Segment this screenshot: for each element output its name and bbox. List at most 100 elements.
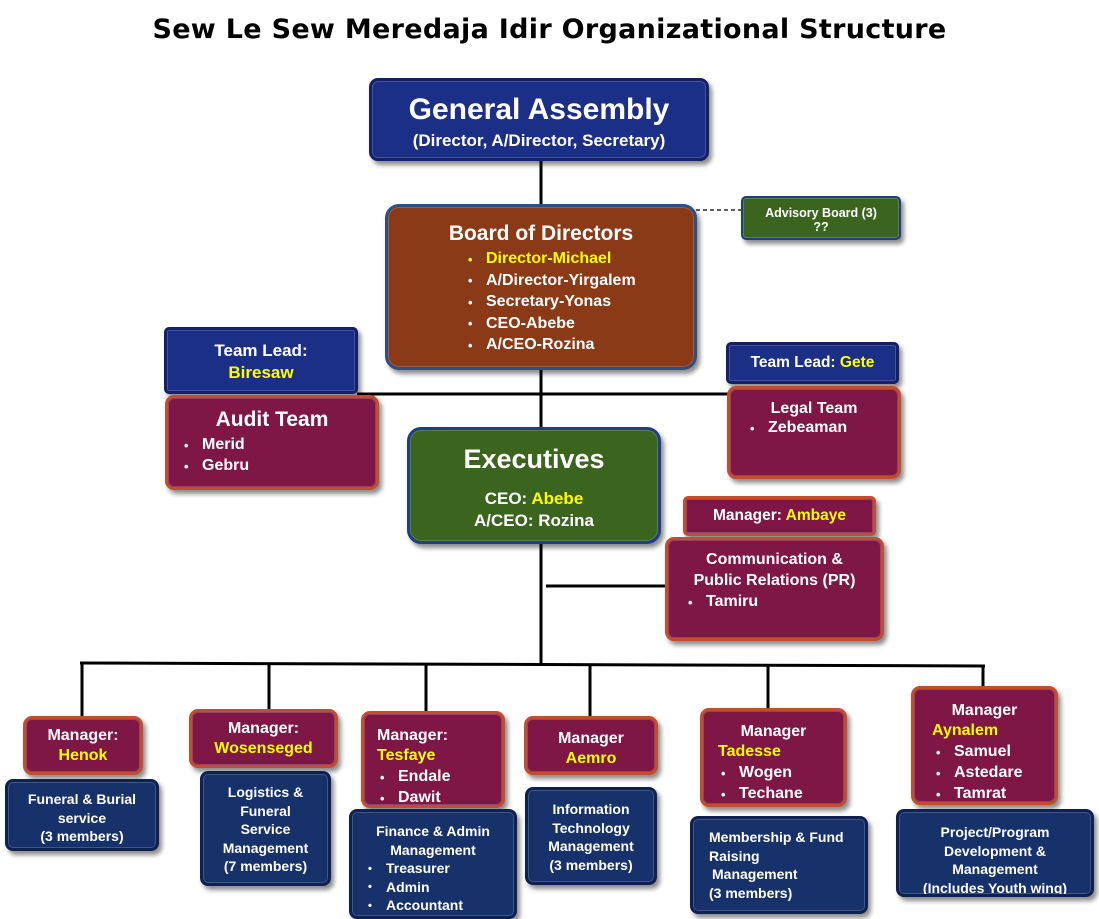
dept-4-unit-line: Information — [552, 801, 630, 817]
board-of-directors-box: Board of Directors Director-Michael A/Di… — [385, 204, 697, 370]
legal-team-title: Legal Team — [770, 400, 858, 417]
executives-title: Executives — [463, 444, 605, 474]
dept-2-unit-line: Logistics & — [227, 784, 304, 800]
dept-3-unit-text: Finance & Admin Management — [352, 822, 514, 859]
legal-lead-line: Team Lead: Gete — [729, 354, 896, 372]
dept-3-unit-line: Finance & Admin — [376, 823, 490, 839]
connector-dept-bus — [79, 661, 986, 668]
advisory-board-box: Advisory Board (3) ?? — [741, 196, 901, 240]
dept-5-member: Wogen — [717, 762, 844, 784]
dept-1-unit-line: Funeral & Burial — [27, 791, 137, 807]
dept-4-unit-line: Management — [548, 838, 634, 854]
pr-member-list: Tamiru — [684, 591, 881, 613]
executives-ceo-label: CEO: — [484, 489, 528, 508]
board-member: A/CEO-Rozina — [464, 334, 694, 356]
dept-1-manager-name: Henok — [58, 747, 108, 764]
audit-lead-name: Biresaw — [228, 363, 294, 382]
dept-2-unit-line: Funeral — [240, 802, 291, 819]
advisory-board-count: ?? — [813, 220, 829, 234]
dept-2-manager-name: Wosenseged — [214, 740, 313, 757]
dept-1-unit-line: (3 members) — [40, 828, 124, 844]
board-title: Board of Directors — [448, 222, 634, 245]
dept-1-manager-label: Manager: — [47, 727, 119, 744]
legal-member-list: Zebeaman — [746, 418, 898, 439]
dept-3-unit-box: Finance & Admin Management Treasurer Adm… — [349, 809, 517, 919]
dept-2-manager-label: Manager: — [227, 720, 300, 737]
executives-acting-ceo: A/CEO: Rozina — [474, 511, 594, 530]
executives-ceo-name: Abebe — [531, 489, 584, 508]
dept-4-manager-name: Aemro — [565, 750, 617, 767]
dept-1-unit-text: Funeral & Burial service (3 members) — [8, 790, 156, 846]
board-member: A/Director-Yirgalem — [464, 270, 694, 291]
legal-member: Zebeaman — [746, 418, 898, 439]
audit-member-list: Merid Gebru — [180, 434, 376, 477]
board-member: CEO-Abebe — [464, 313, 694, 334]
dept-4-unit-box: Information Technology Management (3 mem… — [525, 787, 657, 885]
pr-title-line1: Communication & — [706, 551, 843, 568]
dept-4-unit-line: Technology — [552, 819, 630, 836]
dept-5-unit-line: Raising — [709, 847, 760, 864]
dept-4-unit-line: (3 members) — [549, 856, 633, 873]
dept-5-unit-line: (3 members) — [709, 884, 793, 901]
dept-2-unit-text: Logistics & Funeral Service Management (… — [203, 783, 328, 876]
general-assembly-title: General Assembly — [408, 93, 670, 126]
dept-4-manager-label: Manager — [558, 730, 624, 747]
dept-4-manager-box: Manager Aemro — [524, 716, 658, 775]
dept-3-member: Dawit — [376, 787, 502, 805]
dept-1-unit-box: Funeral & Burial service (3 members) — [5, 779, 159, 851]
audit-team-box: Audit Team Merid Gebru — [165, 395, 379, 490]
dept-2-manager-box: Manager: Wosenseged — [189, 709, 338, 768]
pr-manager-box: Manager: Ambaye — [683, 496, 876, 536]
dept-5-member-list: Wogen Techane — [717, 762, 844, 804]
dept-6-manager-box: Manager Aynalem Samuel Astedare Tamrat — [911, 686, 1058, 805]
dept-5-unit-box: Membership & Fund Raising Management (3 … — [690, 816, 868, 914]
dept-6-member: Astedare — [932, 762, 1055, 784]
dept-5-unit-line: Management — [712, 866, 798, 882]
dept-6-member: Samuel — [932, 741, 1055, 763]
dept-3-unit-item: Admin — [364, 878, 514, 896]
audit-team-lead-box: Team Lead: Biresaw — [164, 327, 358, 394]
audit-lead-label: Team Lead: — [214, 341, 308, 360]
executives-box: Executives CEO: Abebe A/CEO: Rozina — [407, 427, 661, 544]
pr-member: Tamiru — [684, 591, 881, 613]
dept-2-unit-line: (7 members) — [223, 858, 308, 874]
dept-3-unit-list: Treasurer Admin Accountant — [364, 859, 514, 915]
dept-5-member: Techane — [717, 783, 844, 804]
advisory-board-label: Advisory Board (3) — [765, 206, 877, 220]
audit-member: Gebru — [180, 455, 376, 477]
executives-ceo-line: CEO: Abebe — [410, 488, 658, 510]
page-title: Sew Le Sew Meredaja Idir Organizational … — [152, 14, 947, 45]
dept-6-member: Tamrat — [932, 783, 1055, 802]
pr-manager-label: Manager: — [713, 507, 782, 524]
dept-5-manager-box: Manager Tadesse Wogen Techane — [700, 708, 847, 807]
board-member: Director-Michael — [464, 248, 694, 270]
general-assembly-subtitle: (Director, A/Director, Secretary) — [412, 131, 666, 150]
dept-2-unit-line: Management — [222, 839, 309, 856]
dept-3-unit-item: Treasurer — [364, 859, 514, 878]
audit-member: Merid — [180, 434, 376, 456]
pr-manager-line: Manager: Ambaye — [686, 507, 873, 525]
pr-manager-name: Ambaye — [785, 507, 846, 524]
legal-lead-label: Team Lead: — [750, 354, 836, 371]
dept-3-manager-box: Manager: Tesfaye Endale Dawit — [361, 711, 505, 808]
legal-lead-name: Gete — [839, 354, 875, 371]
dept-1-unit-line: service — [57, 809, 107, 826]
dept-5-unit-line: Membership & Fund — [709, 829, 844, 845]
dept-3-manager-label: Manager: — [377, 727, 449, 744]
dept-6-unit-text: Project/Program Development & Management… — [899, 823, 1091, 896]
dept-6-unit-line: Development & — [944, 842, 1046, 859]
dept-6-unit-line: Management — [952, 861, 1038, 877]
dept-2-unit-line: Service — [240, 821, 291, 837]
dept-6-member-list: Samuel Astedare Tamrat — [932, 741, 1055, 802]
dept-6-manager-label: Manager — [951, 702, 1018, 719]
dept-2-unit-box: Logistics & Funeral Service Management (… — [200, 771, 331, 886]
dept-1-manager-box: Manager: Henok — [23, 716, 143, 775]
dept-5-manager-label: Manager — [740, 723, 807, 740]
pr-unit-box: Communication & Public Relations (PR) Ta… — [665, 537, 884, 641]
dept-6-manager-name: Aynalem — [932, 722, 999, 739]
board-member: Secretary-Yonas — [464, 291, 694, 313]
dept-6-unit-line: (Includes Youth wing) — [922, 879, 1068, 896]
dept-3-member: Endale — [376, 766, 502, 788]
dept-3-manager-name: Tesfaye — [377, 747, 436, 764]
